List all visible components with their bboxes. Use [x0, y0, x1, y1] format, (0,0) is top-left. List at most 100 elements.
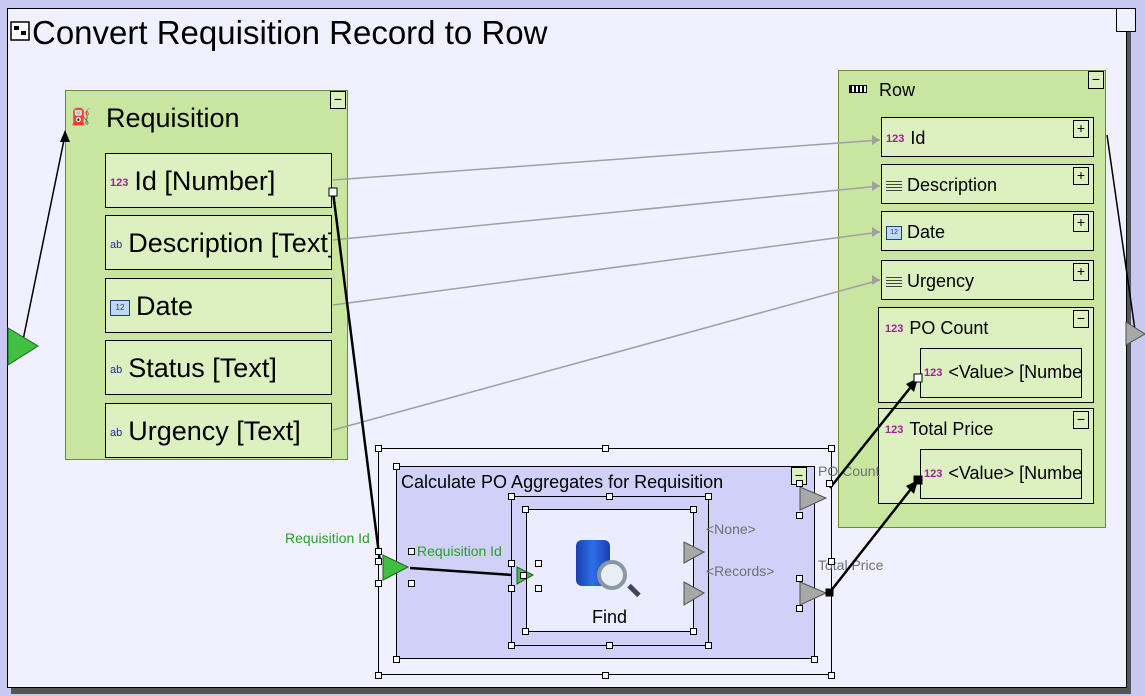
port-handle[interactable] [796, 605, 803, 612]
text-type-icon: ab [110, 363, 123, 376]
text-type-icon: ab [110, 426, 123, 439]
requisition-title: Requisition [106, 103, 240, 133]
requisition-record[interactable]: ⛽ Requisition − [65, 90, 348, 460]
canvas-output-link[interactable] [1106, 134, 1136, 331]
canvas-input-link[interactable] [21, 134, 66, 346]
canvas-output-port[interactable] [1125, 321, 1145, 346]
calc-title: Calculate PO Aggregates for Requisition [401, 472, 724, 492]
canvas-title: Convert Requisition Record to Row [32, 14, 548, 51]
field-label: Id [910, 128, 926, 148]
number-type-icon: 123 [924, 367, 943, 380]
expand-id-button[interactable]: + [1073, 120, 1089, 138]
map-id-link[interactable] [332, 139, 881, 181]
resize-handle[interactable] [705, 642, 712, 649]
resize-handle[interactable] [375, 672, 382, 679]
link-endpoint-handle[interactable] [913, 373, 923, 383]
port-handle[interactable] [796, 575, 803, 582]
resize-handle[interactable] [705, 493, 712, 500]
arrowhead-icon [872, 135, 880, 145]
collapse-canvas-button[interactable] [1116, 8, 1136, 32]
expand-date-button[interactable]: + [1073, 214, 1089, 232]
resize-handle[interactable] [375, 558, 382, 565]
id-to-calc-link[interactable] [331, 191, 382, 563]
row-icon [849, 85, 867, 93]
map-date-link[interactable] [332, 231, 881, 306]
po-count-out-link[interactable] [829, 377, 919, 489]
port-handle[interactable] [408, 580, 415, 587]
port-handle[interactable] [535, 560, 542, 567]
link-endpoint-handle[interactable] [328, 187, 338, 197]
map-description-link[interactable] [332, 185, 881, 241]
row-field-description[interactable]: Description + [881, 164, 1094, 204]
resize-handle[interactable] [606, 493, 613, 500]
link-endpoint-handle[interactable] [825, 588, 834, 597]
resize-handle[interactable] [375, 445, 382, 452]
resize-handle[interactable] [508, 642, 515, 649]
collapse-requisition-button[interactable]: − [330, 91, 346, 109]
find-output-none-port[interactable] [683, 541, 706, 564]
collapse-row-button[interactable]: − [1088, 71, 1104, 89]
expand-urgency-button[interactable]: + [1073, 263, 1089, 281]
field-label: Date [136, 291, 194, 321]
port-handle[interactable] [796, 480, 803, 487]
row-field-urgency[interactable]: Urgency + [881, 260, 1094, 300]
find-output-records-port[interactable] [683, 581, 706, 606]
port-handle[interactable] [408, 548, 415, 555]
number-type-icon: 123 [885, 424, 904, 437]
resize-handle[interactable] [522, 506, 529, 513]
calc-to-find-link[interactable] [409, 566, 513, 577]
arrowhead-icon [872, 181, 880, 191]
expand-description-button[interactable]: + [1073, 167, 1089, 185]
resize-handle[interactable] [606, 642, 613, 649]
resize-handle[interactable] [522, 628, 529, 635]
record-icon: ⛽ [71, 109, 91, 126]
calc-output-po-count-port[interactable] [799, 486, 828, 511]
resize-handle[interactable] [602, 445, 609, 452]
po-count-value[interactable]: 123<Value> [Number] [920, 348, 1082, 398]
port-handle[interactable] [826, 480, 833, 487]
link-endpoint-handle[interactable] [913, 475, 923, 485]
resize-handle[interactable] [602, 672, 609, 679]
resize-handle[interactable] [690, 506, 697, 513]
value-label: <Value> [Number] [948, 463, 1082, 483]
map-urgency-link[interactable] [332, 279, 881, 431]
field-label: Status [Text] [128, 353, 277, 383]
resize-handle[interactable] [828, 445, 835, 452]
process-icon [10, 21, 30, 41]
resize-handle[interactable] [690, 628, 697, 635]
resize-handle[interactable] [393, 463, 400, 470]
magnifier-icon [597, 560, 627, 590]
resize-handle[interactable] [828, 558, 835, 565]
find-action[interactable]: Find [526, 509, 694, 632]
field-label: Date [907, 222, 946, 242]
number-type-icon: 123 [110, 176, 129, 189]
port-handle[interactable] [375, 580, 382, 587]
total-price-value[interactable]: 123<Value> [Number] [920, 449, 1082, 499]
port-handle[interactable] [520, 572, 527, 579]
calc-output-total-price-port[interactable] [799, 581, 828, 606]
collapse-total-price-button[interactable]: − [1073, 411, 1089, 429]
find-output-none-label: <None> [706, 521, 756, 537]
canvas-input-port[interactable] [7, 327, 39, 366]
port-handle[interactable] [508, 585, 515, 592]
field-label: Description [907, 175, 998, 195]
resize-handle[interactable] [811, 656, 818, 663]
port-handle[interactable] [796, 512, 803, 519]
calc-input-port[interactable] [382, 554, 410, 581]
resize-handle[interactable] [828, 672, 835, 679]
resize-handle[interactable] [393, 656, 400, 663]
field-status[interactable]: ab Status [Text] [105, 340, 332, 395]
port-handle[interactable] [375, 548, 382, 555]
collapse-po-count-button[interactable]: − [1073, 310, 1089, 328]
port-handle[interactable] [535, 585, 542, 592]
port-handle[interactable] [508, 560, 515, 567]
resize-handle[interactable] [508, 493, 515, 500]
total-price-out-link[interactable] [829, 479, 919, 593]
